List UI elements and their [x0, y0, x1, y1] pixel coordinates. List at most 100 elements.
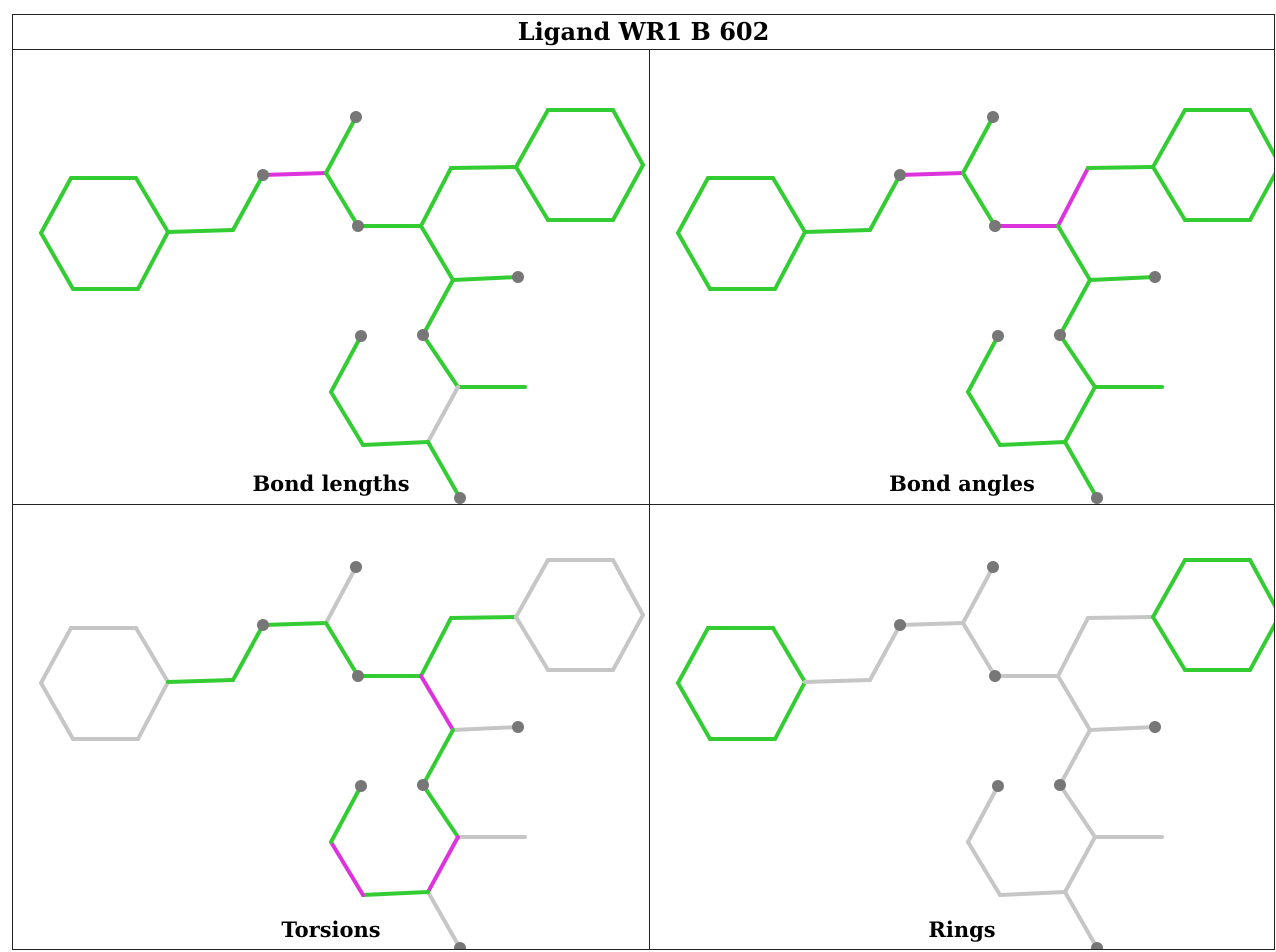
bond-ringL-2 [771, 176, 807, 234]
bond-ringL-0 [676, 626, 710, 685]
molecule-bond-angles [676, 108, 1274, 504]
atom-o2 [512, 721, 524, 733]
bond-ringR-14 [514, 558, 550, 619]
bond-c1-c2-10 [961, 171, 997, 228]
bond-ringL-3 [773, 680, 807, 741]
bond-ringR-19 [514, 165, 550, 222]
bond-c3-c5-20 [419, 224, 455, 282]
bond-n7-c7-23 [1058, 783, 1097, 839]
bond-ringL-0 [39, 626, 73, 685]
bond-ringR-19 [1151, 165, 1187, 222]
bond-c7-c8-25 [1063, 385, 1097, 444]
bond-n7-c7-23 [1058, 333, 1097, 389]
bond-c1-c2-10 [961, 621, 997, 678]
bond-ringR-17 [611, 613, 645, 672]
bond-ringR-16 [611, 558, 645, 617]
bond-c9-o4-29 [329, 784, 363, 844]
molecule-rings [676, 558, 1274, 949]
bond-ringL-5 [39, 681, 75, 741]
bond-ringL-2 [134, 626, 170, 684]
bond-c1-c2-10 [324, 621, 360, 678]
bond-ringR-17 [1248, 171, 1274, 222]
bond-c10-c8-27 [998, 440, 1067, 447]
atom-o4 [355, 780, 367, 792]
bond-c8-o5-26 [426, 890, 462, 949]
bond-ch2-n3-7 [868, 623, 902, 682]
atom-c2 [989, 220, 1001, 232]
bond-c8-o5-26 [426, 440, 462, 500]
atom-c6 [417, 329, 429, 341]
bond-c7-c8-25 [426, 385, 460, 444]
row-divider [13, 504, 1274, 505]
bond-ringL-ch2-6 [166, 678, 235, 684]
atom-n3 [257, 619, 269, 631]
bond-ch2-n3-7 [231, 173, 265, 232]
bond-c10-c8-27 [361, 440, 430, 447]
bond-ringR-16 [1248, 558, 1274, 609]
panel-bond-angles: Bond angles [650, 50, 1274, 504]
atom-o5 [454, 492, 466, 504]
bond-c3-c5-20 [1056, 224, 1092, 282]
bond-ringR-17 [1248, 621, 1274, 672]
bond-n7-c7-23 [421, 333, 460, 389]
bond-ch2-n3-7 [231, 623, 265, 682]
bond-c5-o2-21 [451, 725, 520, 732]
bond-n3-c1-8 [898, 621, 965, 627]
caption-bond-angles: Bond angles [889, 471, 1035, 496]
bond-c8-o5-26 [1063, 890, 1099, 949]
atom-o2 [512, 271, 524, 283]
bond-c7-c8-25 [1063, 835, 1097, 894]
bond-c5-c6-22 [421, 728, 455, 787]
atom-n3 [894, 619, 906, 631]
bond-c4-ringR-13 [449, 615, 518, 620]
bond-c10-c8-27 [361, 890, 430, 897]
bond-c4-ringR-13 [449, 165, 518, 170]
bond-c3-c4-12 [419, 616, 453, 678]
table-title: Ligand WR1 B 602 [13, 15, 1274, 50]
bond-ringL-ch2-6 [803, 678, 872, 684]
atom-o1 [987, 111, 999, 123]
bond-c3-c5-20 [419, 674, 455, 732]
atom-o2 [1149, 721, 1161, 733]
bond-c4-ringR-13 [1086, 165, 1155, 170]
bond-c7-c8-25 [426, 835, 460, 894]
bond-ringL-3 [773, 230, 807, 291]
atom-c2 [989, 670, 1001, 682]
bond-ringL-0 [39, 176, 73, 235]
atom-c2 [352, 670, 364, 682]
atom-c6 [1054, 779, 1066, 791]
bond-n7-c7-23 [421, 783, 460, 839]
bond-ringR-16 [611, 108, 645, 167]
bond-ringL-5 [676, 681, 712, 741]
atom-o1 [350, 111, 362, 123]
bond-c3-c4-12 [419, 166, 453, 228]
caption-rings: Rings [928, 917, 996, 942]
bond-n3-c1-8 [261, 621, 328, 627]
bond-c5-c6-22 [421, 278, 455, 337]
bond-c5-o2-21 [1088, 275, 1157, 282]
atom-o4 [992, 780, 1004, 792]
bond-n3-c1-8 [261, 171, 328, 177]
bond-ringR-14 [1151, 108, 1187, 169]
bond-c1-o1-9 [324, 115, 358, 175]
atom-o5 [1091, 942, 1103, 949]
atom-o5 [454, 942, 466, 949]
bond-c5-o2-21 [1088, 725, 1157, 732]
bond-ringR-17 [611, 163, 645, 222]
bond-c10-c8-27 [998, 890, 1067, 897]
bond-ringR-14 [1151, 558, 1187, 619]
atom-c6 [417, 779, 429, 791]
bond-c8-o5-26 [1063, 440, 1099, 500]
bond-c3-c5-20 [1056, 674, 1092, 732]
bond-ringL-0 [676, 176, 710, 235]
bond-c5-c6-22 [1058, 278, 1092, 337]
atom-o2 [1149, 271, 1161, 283]
bond-ringL-3 [136, 680, 170, 741]
bond-ringR-16 [1248, 108, 1274, 159]
bond-ringR-19 [514, 615, 550, 672]
bond-c1-o1-9 [961, 565, 995, 625]
bond-ringL-ch2-6 [803, 228, 872, 234]
atom-o1 [350, 561, 362, 573]
bond-ringL-2 [134, 176, 170, 234]
bond-c1-c2-10 [324, 171, 360, 228]
